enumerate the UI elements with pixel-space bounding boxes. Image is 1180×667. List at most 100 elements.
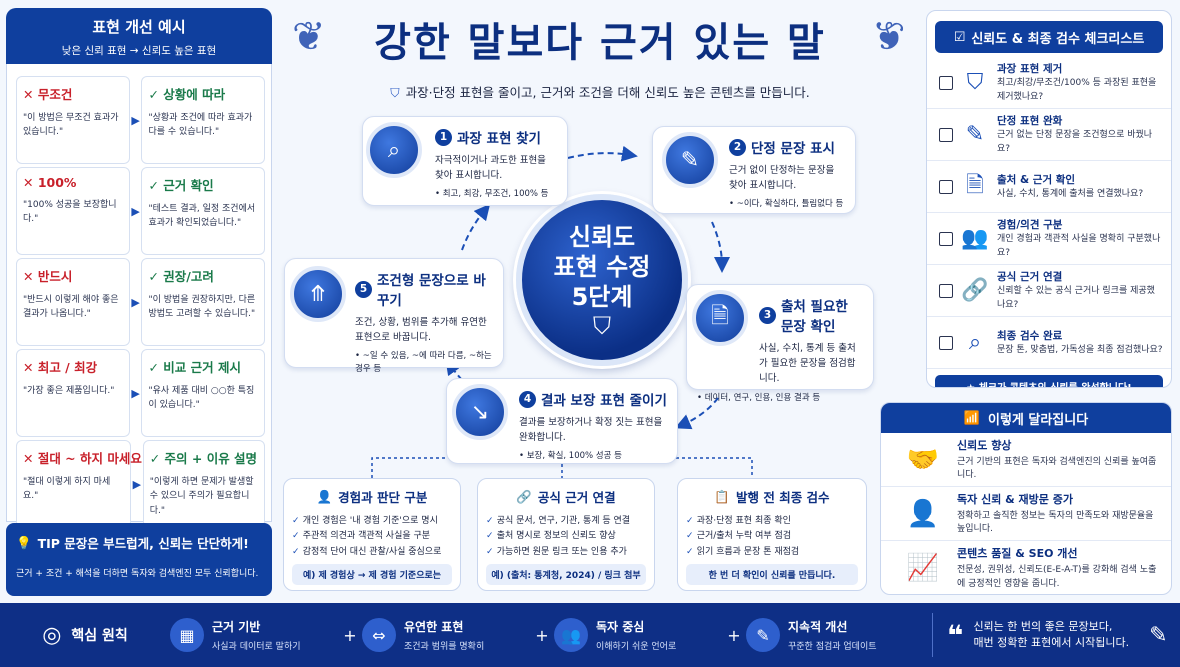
arrows-icon: ⇔ (362, 618, 396, 652)
center-title: 신뢰도 표현 수정 5단계 (522, 222, 682, 312)
step-description: 결과를 보장하거나 확정 짓는 표현을 완화합니다. (519, 417, 663, 444)
checkbox[interactable] (939, 127, 953, 142)
bad-example-text: "100% 성공을 보장합니다." (23, 200, 117, 225)
good-example-title: ✓ 상황에 따라 (148, 87, 226, 102)
user-icon: 👤 (316, 488, 333, 504)
step-number: 5 (355, 280, 372, 298)
benefit-desc: 전문성, 권위성, 신뢰도(E-E-A-T)를 강화해 검색 노출에 긍정적인 … (957, 565, 1157, 589)
checkbox[interactable] (939, 75, 953, 90)
step-number: 4 (519, 390, 536, 408)
step-examples: • 데이터, 연구, 인용, 인용 결과 등 (697, 392, 821, 403)
document-search-icon: 🗎 (692, 290, 748, 346)
step-header: 3 출처 필요한 문장 확인 (759, 295, 863, 335)
checklist-header: ☑신뢰도 & 최종 검수 체크리스트 (935, 21, 1163, 53)
principle-desc: 이해하기 쉬운 언어로 (596, 642, 677, 652)
step-header: 2 단정 문장 표시 (729, 137, 845, 157)
list-item: 근거/출처 누락 여부 점검 (686, 529, 858, 544)
benefits-header: 📶이렇게 달라집니다 (881, 403, 1171, 433)
principle-desc: 사실과 데이터로 말하기 (212, 642, 301, 652)
quote-icon: ❝ (947, 618, 964, 652)
page-subtitle: ⛉과장·단정 표현을 줄이고, 근거와 조건을 더해 신뢰도 높은 콘텐츠를 만… (290, 82, 910, 101)
checkbox[interactable] (939, 179, 953, 194)
examples-header: 표현 개선 예시 낮은 신뢰 표현 → 신뢰도 높은 표현 (6, 8, 272, 64)
tip-description: 근거 + 조건 + 해석을 더하면 독자와 검색엔진 모두 신뢰합니다. (16, 569, 259, 579)
clipboard-check-icon: ☑ (953, 29, 966, 45)
principle-title: 근거 기반 (212, 620, 261, 634)
search-icon: ⌕ (366, 122, 422, 178)
good-example-card: ✓ 비교 근거 제시 "유사 제품 대비 ○○한 특징이 있습니다." (141, 349, 265, 437)
arrow-right-icon: ▶ (132, 477, 142, 491)
example-row: ✕ 무조건 "이 방법은 무조건 효과가 있습니다." ▶ ✓ 상황에 따라 "… (16, 76, 265, 164)
step-title: 단정 문장 표시 (751, 141, 835, 157)
laurel-left-icon: ❦ (292, 14, 326, 60)
card-checklist: 과장·단정 표현 최종 확인 근거/출처 누락 여부 점검 읽기 흐름과 문장 … (686, 514, 858, 560)
clipboard-icon: 📋 (714, 488, 730, 504)
example-row: ✕ 최고 / 최강 "가장 좋은 제품입니다." ▶ ✓ 비교 근거 제시 "유… (16, 349, 265, 437)
flow-arrow-5-1 (461, 203, 491, 251)
step-number: 3 (759, 306, 776, 324)
plus-icon: + (535, 625, 549, 645)
step-number: 2 (729, 138, 746, 156)
bad-example-text: "이 방법은 무조건 효과가 있습니다." (23, 113, 119, 138)
growth-chart-icon: 📶 (963, 410, 980, 426)
card-title: 🔗공식 근거 연결 (486, 487, 646, 506)
tip-title-text: TIP 문장은 부드럽게, 신뢰는 단단하게! (37, 536, 249, 551)
arrow-right-icon: ▶ (131, 204, 140, 218)
step-description: 사실, 수치, 통계 등 출처가 필요한 문장을 점검합니다. (759, 343, 856, 385)
bad-example-text: "반드시 이렇게 해야 좋은 결과가 나옵니다." (23, 295, 119, 320)
checkbox[interactable] (939, 335, 953, 350)
list-item: 읽기 흐름과 문장 톤 재점검 (686, 545, 858, 560)
principle-desc: 조건과 범위를 명확히 (404, 642, 485, 652)
good-example-title: ✓ 주의 + 이유 설명 (149, 451, 258, 466)
final-review-card: 📋 발행 전 최종 검수 과장·단정 표현 최종 확인 근거/출처 누락 여부 점… (677, 478, 867, 591)
list-item: 주관적 의견과 객관적 사실을 구분 (292, 529, 452, 544)
step-title: 결과 보장 표현 줄이기 (541, 393, 667, 409)
edit-icon: ✎ (746, 618, 780, 652)
card-title-text: 발행 전 최종 검수 (736, 490, 830, 505)
bad-example-card: ✕ 반드시 "반드시 이렇게 해야 좋은 결과가 나옵니다." (16, 258, 130, 346)
checkbox[interactable] (939, 231, 953, 246)
checklist-item-desc: 신뢰할 수 있는 공식 근거나 링크를 제공했나요? (997, 286, 1155, 310)
center-title-line-2: 표현 수정 (553, 253, 651, 281)
experience-judgement-card: 👤경험과 판단 구분 개인 경험은 '내 경험 기준'으로 명시 주관적 의견과… (283, 478, 461, 591)
people-icon: 👥 (961, 226, 989, 251)
checklist-footer: ★ 체크가 콘텐츠의 신뢰를 완성합니다! (935, 375, 1163, 387)
bad-example-card: ✕ 최고 / 최강 "가장 좋은 제품입니다." (16, 349, 130, 437)
plus-icon: + (343, 625, 357, 645)
card-title: 👤경험과 판단 구분 (292, 487, 452, 506)
center-title-line-1: 신뢰도 (568, 223, 636, 251)
bad-example-title: ✕ 절대 ~ 하지 마세요 (23, 451, 142, 466)
good-example-card: ✓ 주의 + 이유 설명 "이렇게 하면 문제가 발생할 수 있으니 주의가 필… (142, 440, 265, 528)
improvement-examples-panel: 표현 개선 예시 낮은 신뢰 표현 → 신뢰도 높은 표현 ✕ 무조건 "이 방… (6, 8, 272, 596)
step-title: 출처 필요한 문장 확인 (781, 299, 848, 335)
tip-box: 💡 TIP 문장은 부드럽게, 신뢰는 단단하게! 근거 + 조건 + 해석을 … (6, 523, 272, 596)
flow-arrow-1-2 (567, 145, 638, 162)
flow-arrow-3-4 (674, 397, 719, 430)
pen-icon: ✎ (965, 122, 985, 147)
card-example: 예) 제 경험상 → 제 경험 기준으로는 (292, 563, 452, 585)
examples-title: 표현 개선 예시 (92, 18, 186, 36)
checkbox[interactable] (939, 283, 953, 298)
good-example-card: ✓ 권장/고려 "이 방법을 권장하지만, 다른 방법도 고려할 수 있습니다.… (141, 258, 265, 346)
bad-example-title: ✕ 무조건 (23, 87, 73, 102)
shield-check-icon: ⛉ (966, 70, 984, 95)
bad-example-title: ✕ 최고 / 최강 (23, 360, 98, 375)
checklist-item-desc: 개인 경험과 객관적 사실을 명확히 구분했나요? (997, 234, 1161, 258)
target-icon: ◎ (42, 622, 62, 648)
checklist-item-title: 출처 & 근거 확인 (997, 173, 1076, 186)
card-example: 예) (출처: 통계청, 2024) / 링크 첨부 (486, 563, 646, 585)
good-example-text: "유사 제품 대비 ○○한 특징이 있습니다." (148, 386, 255, 411)
chart-down-icon: ↘ (452, 384, 508, 440)
official-evidence-card: 🔗공식 근거 연결 공식 문서, 연구, 기관, 통계 등 연결 출처 명시로 … (477, 478, 655, 591)
